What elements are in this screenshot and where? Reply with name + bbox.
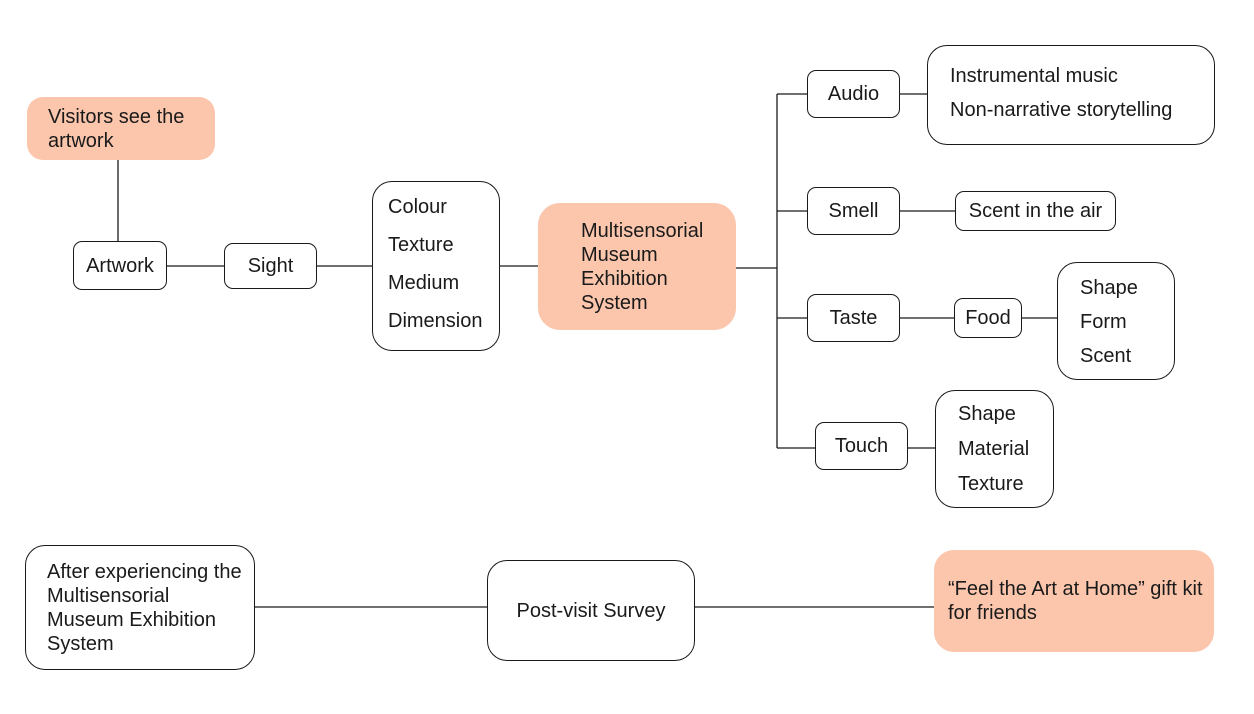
smell-detail-box: Scent in the air	[955, 191, 1116, 231]
food-detail: Scent	[1080, 345, 1132, 367]
audio-box: Audio	[807, 70, 900, 118]
gift-kit-label: “Feel the Art at Home” gift kit for frie…	[948, 578, 1203, 624]
after-experience-label: After experiencing the Multisensorial Mu…	[47, 560, 242, 655]
sight-attributes-box: Colour Texture Medium Dimension	[372, 181, 500, 351]
center-system-label: Multisensorial Museum Exhibition System	[581, 219, 704, 314]
smell-label: Smell	[828, 200, 879, 222]
touch-label: Touch	[834, 435, 889, 457]
touch-details-box: Shape Material Texture	[935, 390, 1054, 508]
audio-detail: Non-narrative storytelling	[950, 99, 1173, 121]
artwork-label: Artwork	[86, 254, 154, 277]
after-experience-box: After experiencing the Multisensorial Mu…	[25, 545, 255, 670]
center-system-box: Multisensorial Museum Exhibition System	[538, 203, 736, 330]
visitors-see-artwork-box: Visitors see the artwork	[27, 97, 215, 160]
sight-attribute: Texture	[388, 234, 454, 256]
post-visit-survey-label: Post-visit Survey	[516, 599, 666, 622]
audio-detail: Instrumental music	[950, 65, 1118, 87]
sight-attribute: Colour	[388, 196, 447, 218]
sight-box: Sight	[224, 243, 317, 289]
smell-detail-label: Scent in the air	[968, 200, 1103, 222]
artwork-box: Artwork	[73, 241, 167, 290]
taste-label: Taste	[829, 307, 878, 329]
sight-attribute: Medium	[388, 272, 460, 294]
smell-box: Smell	[807, 187, 900, 235]
audio-label: Audio	[827, 83, 880, 105]
touch-detail: Material	[958, 437, 1030, 460]
audio-details-box: Instrumental music Non-narrative storyte…	[927, 45, 1215, 145]
touch-detail: Texture	[958, 472, 1024, 495]
food-details-box: Shape Form Scent	[1057, 262, 1175, 380]
food-detail: Shape	[1080, 277, 1138, 299]
sight-label: Sight	[247, 255, 294, 277]
sight-attribute: Dimension	[388, 310, 483, 332]
food-label: Food	[965, 307, 1011, 329]
touch-box: Touch	[815, 422, 908, 470]
post-visit-survey-box: Post-visit Survey	[487, 560, 695, 661]
food-box: Food	[954, 298, 1022, 338]
visitors-see-artwork-label: Visitors see the artwork	[48, 105, 185, 152]
gift-kit-box: “Feel the Art at Home” gift kit for frie…	[934, 550, 1214, 652]
touch-detail: Shape	[958, 403, 1016, 426]
food-detail: Form	[1080, 311, 1127, 333]
taste-box: Taste	[807, 294, 900, 342]
